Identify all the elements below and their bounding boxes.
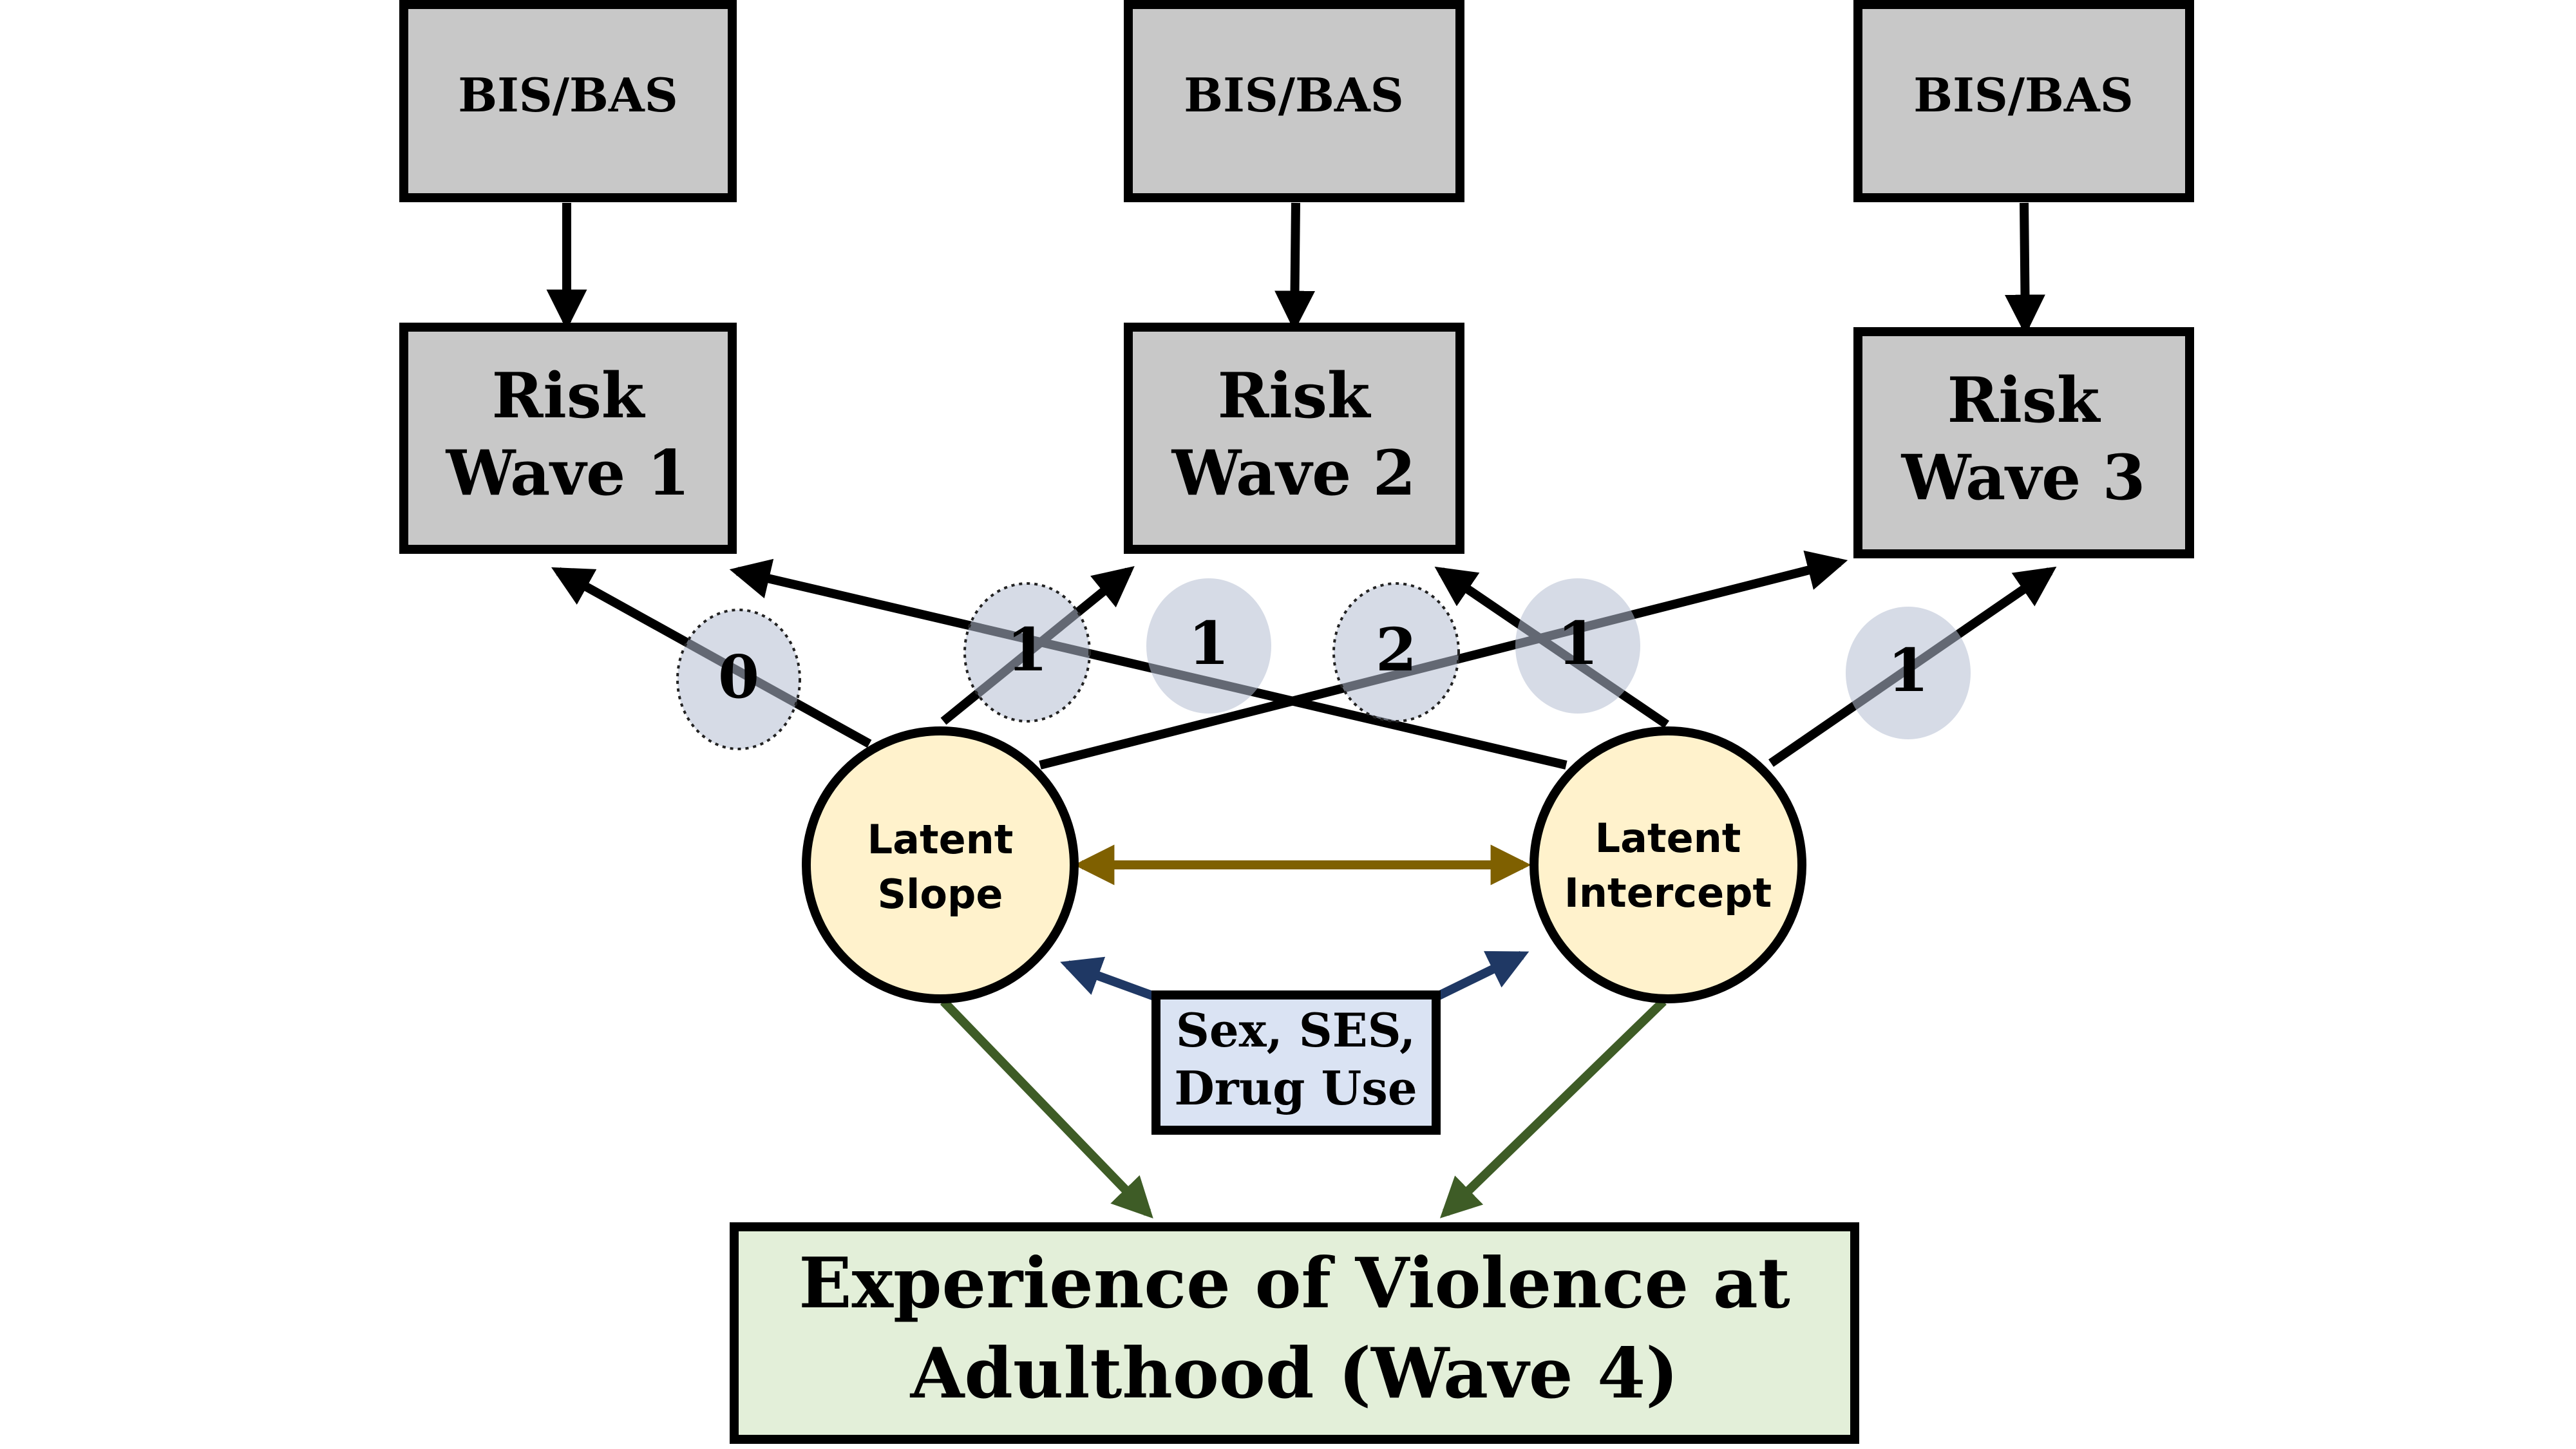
outcome-line2: Adulthood (Wave 4) bbox=[910, 1333, 1679, 1414]
risk-label-line1: Risk bbox=[492, 359, 646, 432]
bisbas-box-3: BIS/BAS bbox=[1853, 0, 2194, 202]
bisbas-label: BIS/BAS bbox=[458, 68, 678, 122]
arrow-bisbas3-to-risk3 bbox=[2004, 202, 2045, 336]
loading-intercept-wave3: 1 bbox=[1846, 607, 1971, 739]
arrow-bisbas2-to-risk2 bbox=[1274, 202, 1316, 332]
arrow-covariates-to-slope bbox=[1060, 956, 1158, 1001]
covariates-line2: Drug Use bbox=[1174, 1061, 1417, 1115]
arrow-covariates-to-intercept bbox=[1434, 951, 1530, 1001]
risk-label-line2: Wave 2 bbox=[1171, 437, 1416, 509]
outcome-box: Experience of Violence at Adulthood (Wav… bbox=[730, 1222, 1859, 1444]
risk-box-wave-3: Risk Wave 3 bbox=[1853, 327, 2194, 558]
loading-intercept-wave1: 1 bbox=[1146, 578, 1271, 714]
loading-slope-wave3: 2 bbox=[1332, 582, 1460, 723]
svg-text:0: 0 bbox=[718, 642, 759, 712]
risk-label-line2: Wave 3 bbox=[1901, 441, 2146, 514]
covariates-line1: Sex, SES, bbox=[1176, 1003, 1416, 1057]
svg-text:1: 1 bbox=[1007, 615, 1048, 685]
arrow-intercept-to-outcome bbox=[1439, 998, 1667, 1218]
latent-slope-line1: Latent bbox=[867, 816, 1014, 863]
latent-intercept-line1: Latent bbox=[1595, 815, 1741, 862]
loading-intercept-wave2: 1 bbox=[1515, 578, 1640, 714]
svg-text:2: 2 bbox=[1376, 615, 1417, 685]
svg-text:1: 1 bbox=[1188, 609, 1229, 678]
loading-slope-wave1: 0 bbox=[676, 609, 801, 750]
risk-box-wave-2: Risk Wave 2 bbox=[1124, 323, 1464, 554]
bisbas-label: BIS/BAS bbox=[1913, 68, 2134, 122]
risk-box-wave-1: Risk Wave 1 bbox=[399, 323, 737, 554]
latent-slope: Latent Slope bbox=[802, 726, 1079, 1003]
covariates-box: Sex, SES, Drug Use bbox=[1151, 990, 1441, 1135]
latent-intercept: Latent Intercept bbox=[1530, 726, 1806, 1003]
svg-text:1: 1 bbox=[1557, 609, 1598, 678]
bisbas-box-1: BIS/BAS bbox=[399, 0, 737, 202]
risk-label-line2: Wave 1 bbox=[446, 437, 690, 509]
bisbas-box-2: BIS/BAS bbox=[1124, 0, 1464, 202]
loading-slope-wave2: 1 bbox=[963, 582, 1091, 723]
arrow-slope-to-outcome bbox=[940, 998, 1153, 1219]
risk-label-line1: Risk bbox=[1218, 359, 1372, 432]
latent-intercept-line2: Intercept bbox=[1564, 869, 1772, 916]
latent-slope-line2: Slope bbox=[878, 871, 1003, 918]
svg-text:1: 1 bbox=[1888, 636, 1929, 705]
bisbas-label: BIS/BAS bbox=[1184, 68, 1404, 122]
outcome-line1: Experience of Violence at bbox=[799, 1243, 1790, 1324]
risk-label-line1: Risk bbox=[1947, 364, 2101, 437]
